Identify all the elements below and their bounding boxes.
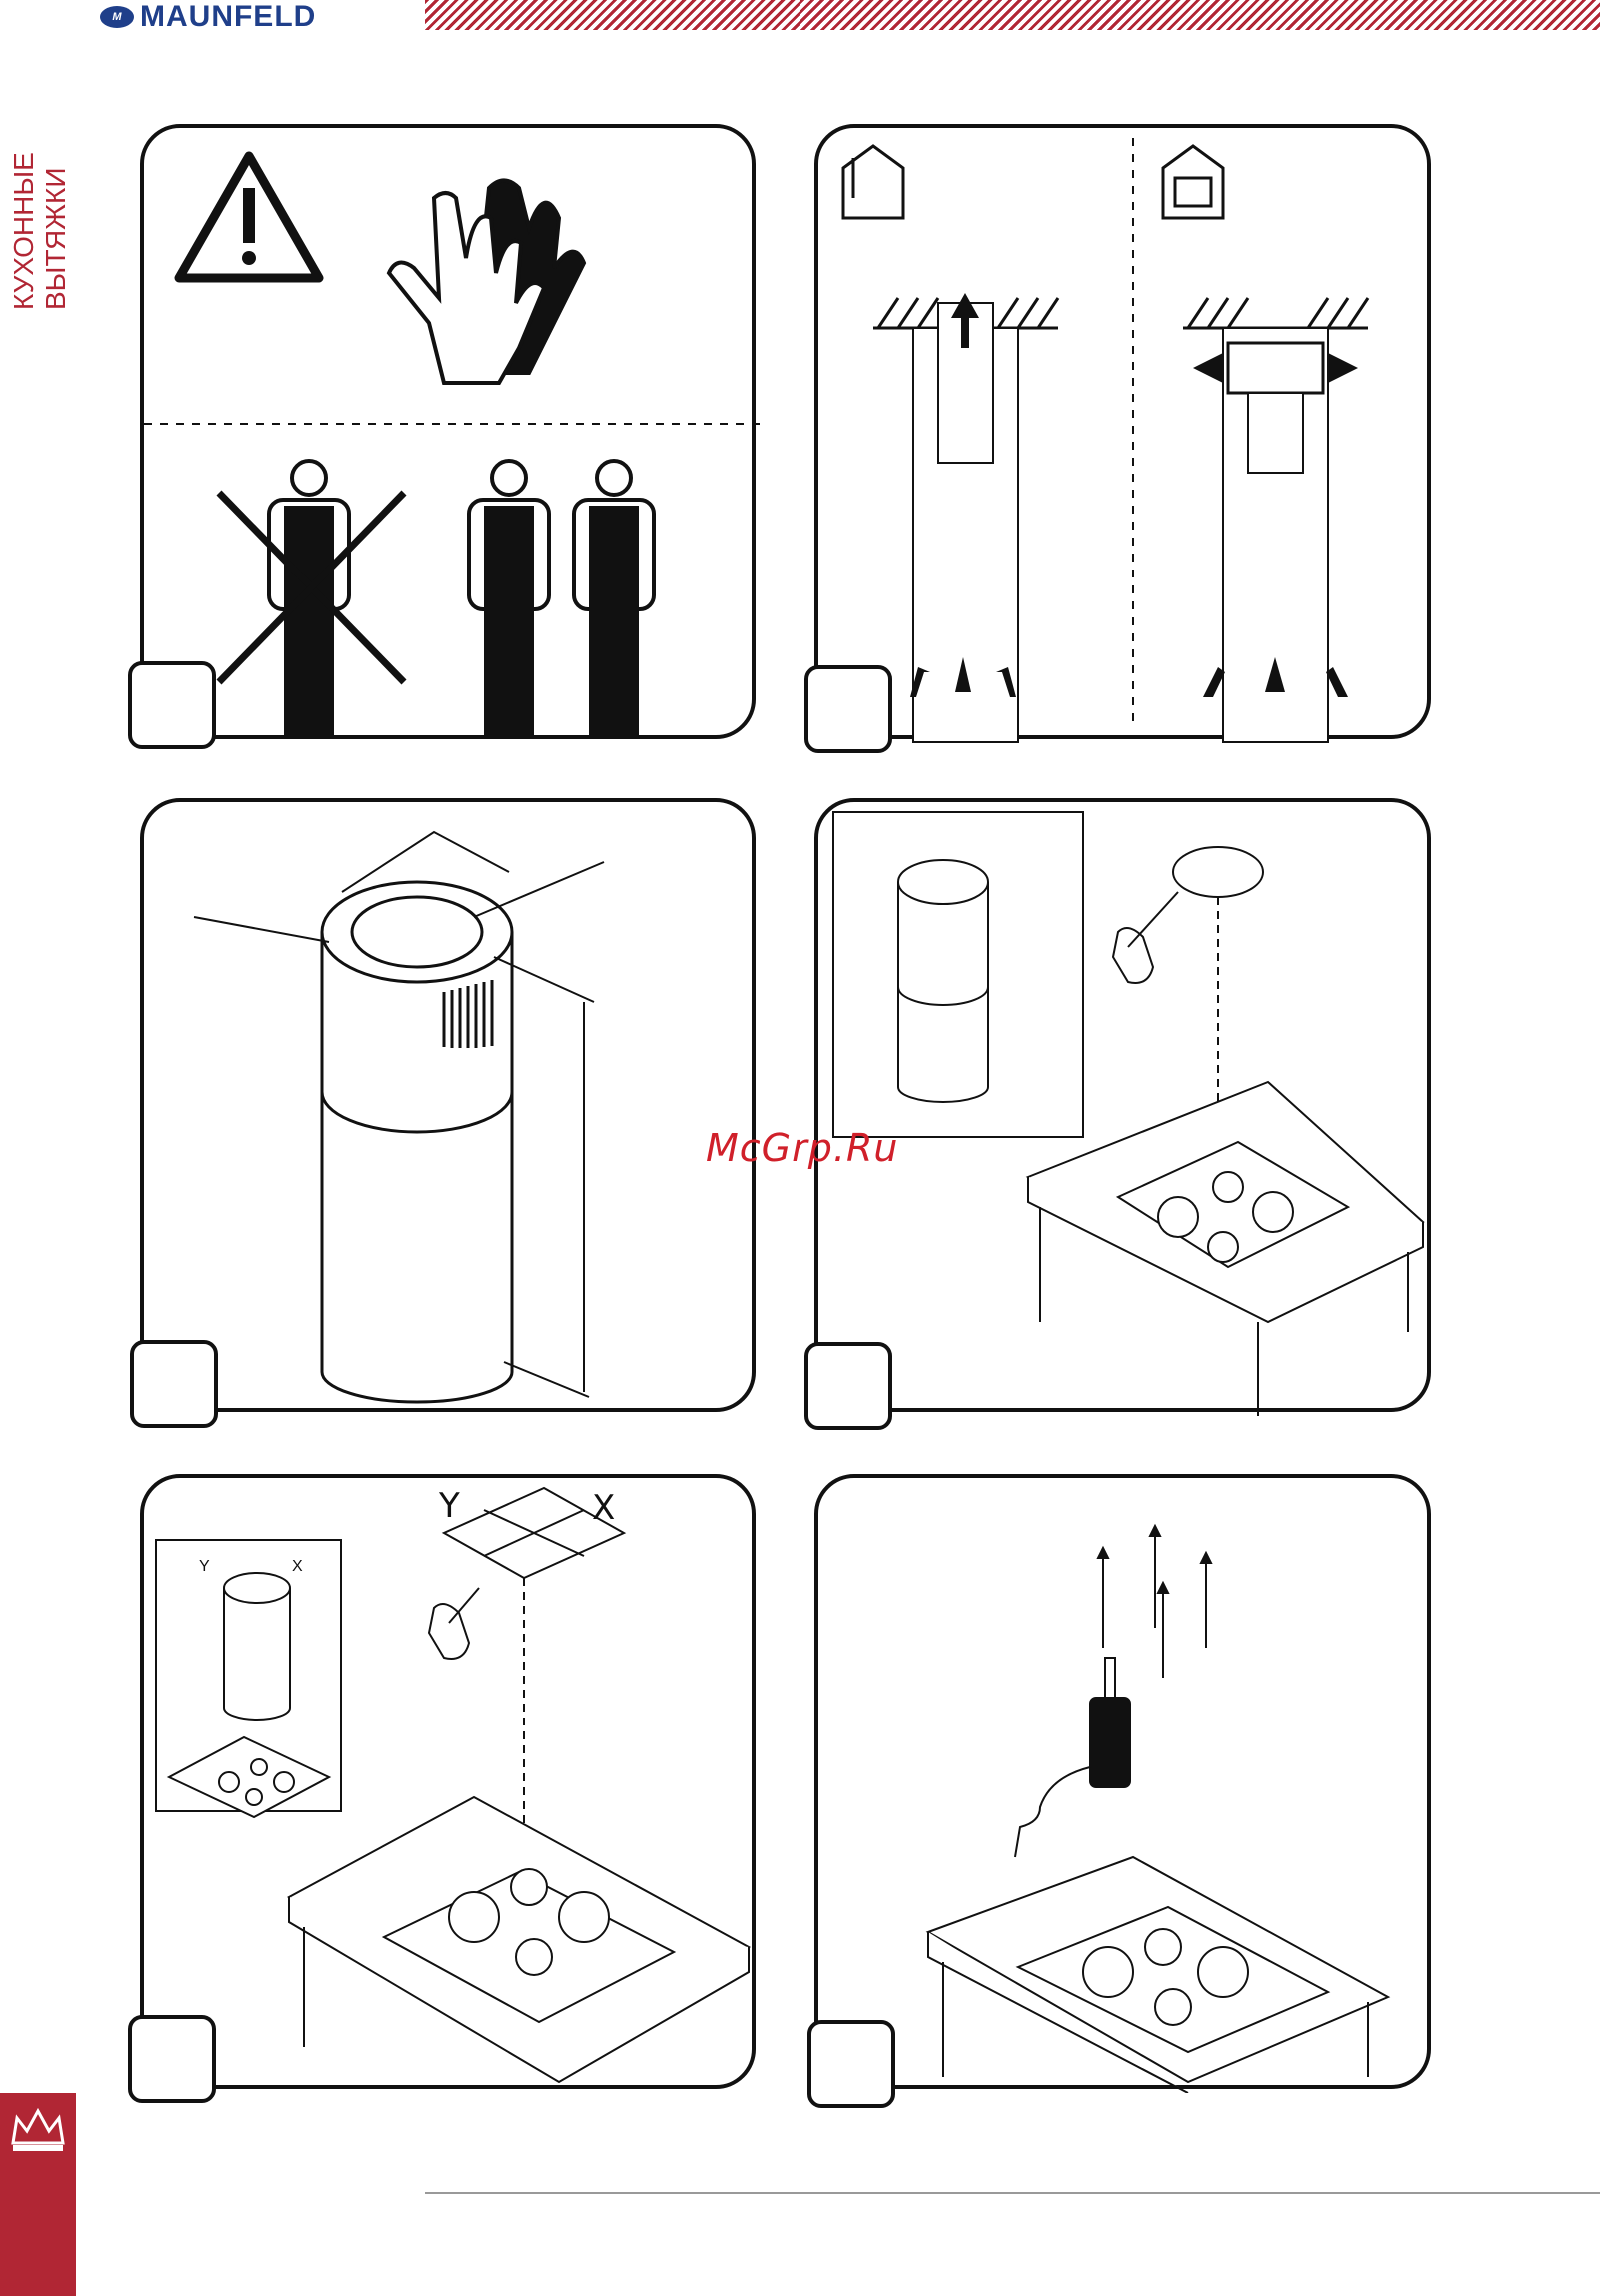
two-persons-icon: [469, 461, 654, 735]
brand-name: MAUNFELD: [140, 0, 316, 34]
side-title: КУХОННЫЕ ВЫТЯЖКИ: [8, 10, 48, 310]
recirc-duct: [1248, 393, 1303, 473]
mark-circle: [1173, 847, 1263, 897]
step-number-box-3: [130, 1340, 218, 1428]
drilling-illustration: [818, 1478, 1435, 2093]
drill-icon: [1015, 1658, 1130, 1857]
marking-illustration: [818, 802, 1435, 1416]
panel-xy-marking: Y X Y X: [140, 1474, 756, 2089]
recirc-filter-box: [1228, 343, 1323, 393]
hob-counter: [1028, 1082, 1423, 1416]
hob-counter-3: [928, 1857, 1388, 2093]
safety-illustration: [144, 128, 760, 743]
extraction-modes-illustration: [818, 128, 1435, 743]
panel-safety: [140, 124, 756, 739]
house-recirculation-icon: [1163, 146, 1223, 218]
panel-extraction-modes: [814, 124, 1431, 739]
house-exhaust-icon: [843, 146, 903, 218]
step-number-box-6: [807, 2020, 895, 2108]
crown-icon: [5, 2103, 71, 2163]
brand-mark-icon: M: [100, 6, 134, 28]
header-stripes: [425, 0, 1600, 30]
hand-pencil-icon: [1113, 892, 1178, 983]
step-number-box-4: [804, 1342, 892, 1430]
single-person-crossed-icon: [219, 461, 404, 735]
step-number-box-1: [128, 661, 216, 749]
step-number-box-2: [804, 665, 892, 753]
xy-marking-illustration: [144, 1478, 760, 2093]
step-number-box-5: [128, 2015, 216, 2103]
ceiling-hatch-right: [1183, 298, 1368, 328]
panel-drilling: [814, 1474, 1431, 2089]
warning-exclamation-icon: [243, 188, 255, 243]
inset-label-y: Y: [199, 1558, 210, 1576]
label-y: Y: [439, 1486, 460, 1526]
brand-logo: M MAUNFELD: [100, 0, 316, 34]
panel-dimensions: [140, 798, 756, 1412]
side-bar: [0, 2093, 76, 2296]
arrow-left-icon: [1193, 353, 1223, 383]
arrow-right-icon: [1328, 353, 1358, 383]
hand-pencil-icon-2: [429, 1588, 479, 1659]
dimensions-illustration: [144, 802, 760, 1416]
panel-marking: [814, 798, 1431, 1412]
hood-cylinder: [322, 882, 512, 1402]
inset-hood: [898, 860, 988, 1102]
watermark-text: McGrp.Ru: [706, 1126, 898, 1170]
hob-counter-2: [289, 1797, 749, 2082]
drill-hole-arrows: [1098, 1526, 1211, 1678]
inset-label-x: X: [292, 1558, 303, 1576]
label-x: X: [592, 1488, 615, 1528]
vent-slots: [444, 980, 492, 1048]
gloves-icon: [389, 181, 584, 384]
footer-line: [425, 2192, 1600, 2194]
